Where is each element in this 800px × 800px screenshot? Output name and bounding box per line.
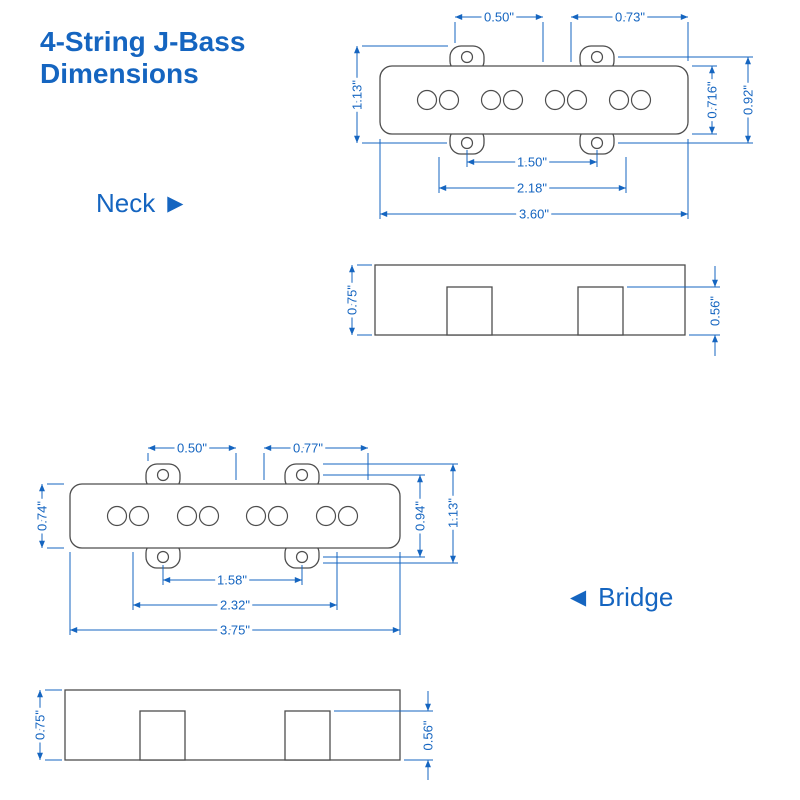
neck-pickup-cover xyxy=(379,65,689,135)
page-title-line2: Dimensions xyxy=(40,58,199,90)
bridge-pickup-side-view xyxy=(64,689,401,761)
page-title: 4-String J-Bass Dimensions xyxy=(40,26,245,90)
pole-piece xyxy=(438,89,460,111)
pole-piece xyxy=(608,89,630,111)
dim-label: 2.18" xyxy=(517,181,547,196)
dim-label: 0.75" xyxy=(345,285,360,315)
pole-piece xyxy=(544,89,566,111)
left-arrow-icon: ◀ xyxy=(570,586,587,609)
right-arrow-icon: ▶ xyxy=(167,192,184,215)
dim-label: 0.73" xyxy=(615,10,645,25)
pole-piece xyxy=(315,505,337,527)
neck-side-dimensions: 0.75" 0.56" xyxy=(342,264,726,356)
screw-hole xyxy=(590,136,604,150)
screw-hole xyxy=(156,550,170,564)
pole-piece xyxy=(106,505,128,527)
pole-piece xyxy=(337,505,359,527)
neck-section-label: Neck ▶ xyxy=(96,188,183,219)
screw-hole xyxy=(590,50,604,64)
page-title-line1: 4-String J-Bass xyxy=(40,26,246,57)
bobbin-block xyxy=(139,710,186,761)
dim-label: 2.32" xyxy=(220,598,250,613)
dim-label: 1.50" xyxy=(517,155,547,170)
bridge-label-text: Bridge xyxy=(598,582,674,612)
bobbin-block xyxy=(284,710,331,761)
screw-hole xyxy=(156,468,170,482)
bobbin-block xyxy=(577,286,624,336)
bridge-pickup-top-view xyxy=(69,463,401,569)
dim-label: 0.77" xyxy=(293,441,323,456)
screw-hole xyxy=(295,550,309,564)
pole-piece xyxy=(176,505,198,527)
dim-label: 0.716" xyxy=(705,81,720,119)
dim-label: 0.75" xyxy=(33,710,48,740)
dim-label: 3.75" xyxy=(220,623,250,638)
neck-pickup-side-view xyxy=(374,264,686,336)
dim-label: 3.60" xyxy=(519,207,549,222)
neck-pickup-side-body xyxy=(374,264,686,336)
dim-label: 0.50" xyxy=(177,441,207,456)
bobbin-block xyxy=(446,286,493,336)
dim-label: 1.58" xyxy=(217,573,247,588)
bridge-pickup-side-body xyxy=(64,689,401,761)
bridge-pickup-cover xyxy=(69,483,401,549)
pole-piece xyxy=(630,89,652,111)
dim-label: 0.50" xyxy=(484,10,514,25)
pole-piece xyxy=(245,505,267,527)
bridge-top-dimensions: 0.50" 0.77" 0.74" 0.94" 1.13" xyxy=(32,438,464,641)
dim-label: 0.94" xyxy=(413,501,428,531)
screw-hole xyxy=(295,468,309,482)
pole-piece xyxy=(198,505,220,527)
dim-label: 0.56" xyxy=(421,720,436,750)
dim-label: 1.13" xyxy=(446,498,461,528)
neck-top-dimensions: 0.50" 0.73" 1.13" 0.716" 0.92" xyxy=(347,7,759,225)
dim-label: 0.56" xyxy=(708,296,723,326)
pole-piece xyxy=(480,89,502,111)
screw-hole xyxy=(460,136,474,150)
dim-label: 0.92" xyxy=(741,85,756,115)
bridge-section-label: ◀ Bridge xyxy=(570,582,673,613)
pole-piece xyxy=(566,89,588,111)
dim-label: 0.74" xyxy=(35,501,50,531)
screw-hole xyxy=(460,50,474,64)
pole-piece xyxy=(267,505,289,527)
bridge-side-dimensions: 0.75" 0.56" xyxy=(30,689,439,780)
neck-pickup-top-view xyxy=(379,45,689,155)
pole-piece xyxy=(128,505,150,527)
dim-label: 1.13" xyxy=(350,80,365,110)
pole-piece xyxy=(416,89,438,111)
pole-piece xyxy=(502,89,524,111)
neck-label-text: Neck xyxy=(96,188,156,218)
